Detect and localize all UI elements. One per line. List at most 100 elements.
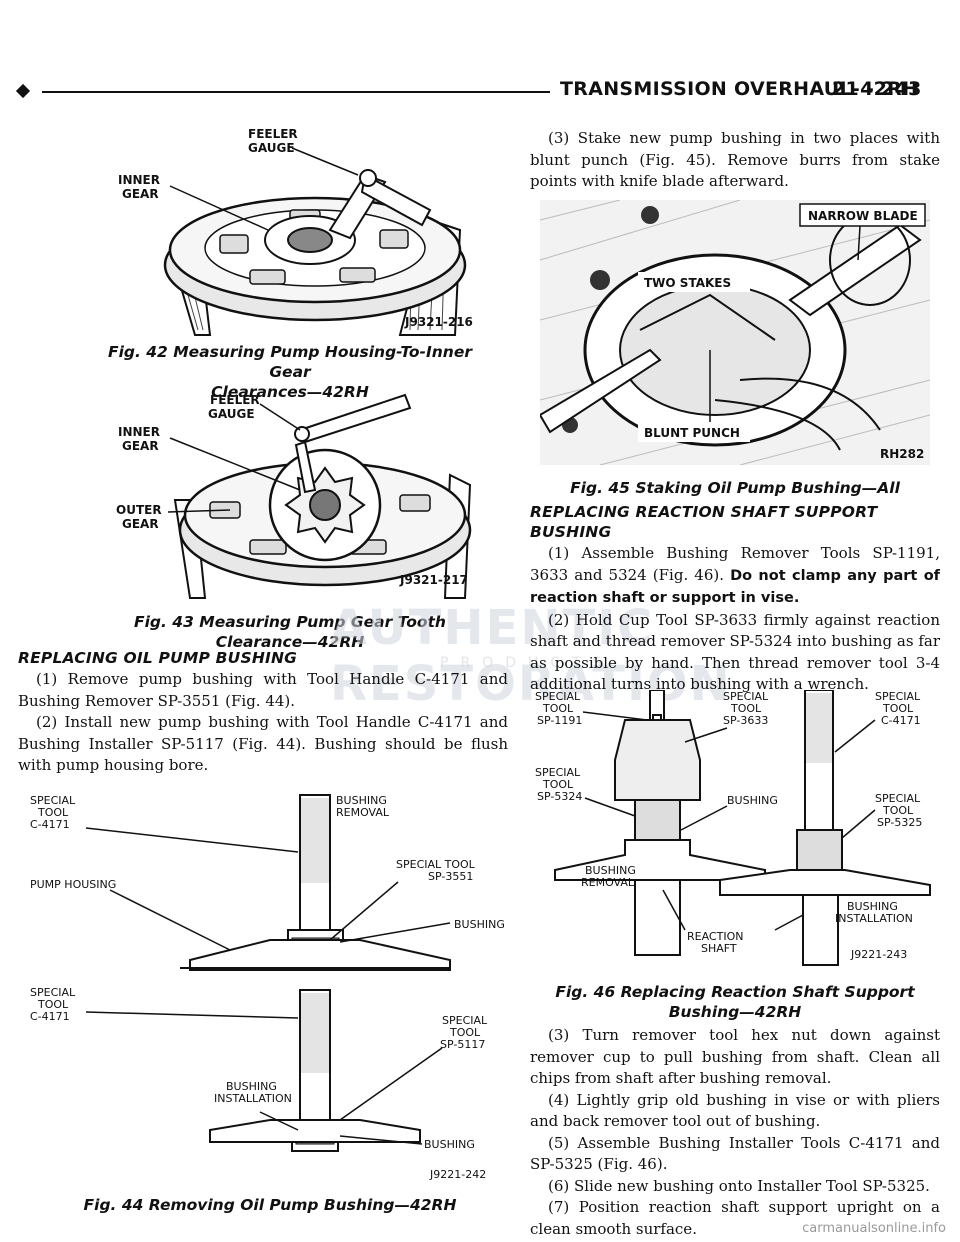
fig43-caption-line1: Fig. 43 Measuring Pump Gear Tooth	[134, 613, 446, 631]
fig46-label-special-d: SPECIAL	[535, 766, 581, 779]
fig42-code: J9321-216	[404, 315, 473, 329]
oil-pump-step-1: (1) Remove pump bushing with Tool Handle…	[18, 670, 508, 710]
fig46-label-bushing: BUSHING	[727, 794, 778, 807]
reaction-steps-continued: (3) Turn remover tool hex nut down again…	[530, 1025, 940, 1240]
fig46-label-tool-b: TOOL	[730, 702, 762, 715]
header-diamond-icon	[15, 83, 31, 99]
fig44-label-installation: INSTALLATION	[214, 1092, 292, 1105]
fig44-label-tool3: TOOL	[449, 1026, 481, 1039]
fig42-label-gauge: GAUGE	[248, 141, 295, 155]
fig43-label-outer: OUTER	[116, 503, 162, 517]
reaction-step-5: (5) Assemble Bushing Installer Tools C-4…	[530, 1133, 940, 1174]
figure-42-illustration: FEELER GAUGE INNER GEAR J9321-216	[100, 120, 480, 340]
reaction-paragraphs: (1) Assemble Bushing Remover Tools SP-11…	[530, 543, 940, 696]
fig43-caption-line2: Clearance—42RH	[215, 633, 365, 651]
section-heading-reaction-shaft: REPLACING REACTION SHAFT SUPPORT BUSHING	[530, 502, 877, 542]
fig46-label-sp1191: SP-1191	[537, 714, 582, 727]
fig46-caption-line1: Fig. 46 Replacing Reaction Shaft Support	[555, 983, 915, 1001]
fig43-label-gauge: GAUGE	[208, 407, 255, 421]
fig42-caption-line1: Fig. 42 Measuring Pump Housing-To-Inner …	[107, 343, 472, 381]
fig44-label-special-tool: SPECIAL TOOL	[396, 858, 476, 871]
fig46-label-bushing2: BUSHING	[585, 864, 636, 877]
fig46-label-installation: INSTALLATION	[835, 912, 913, 925]
section-heading-reaction-line1: REPLACING REACTION SHAFT SUPPORT	[530, 503, 878, 521]
fig46-label-tool-d: TOOL	[542, 778, 574, 791]
footer-site-link[interactable]: carmanualsonline.info	[802, 1221, 946, 1236]
fig43-label-feeler: FEELER	[210, 393, 260, 407]
figure-45-illustration: NARROW BLADE TWO STAKES BLUNT PUNCH RH28…	[540, 200, 930, 465]
fig42-label-gear: GEAR	[122, 187, 159, 201]
fig44-label-special2: SPECIAL	[30, 986, 76, 999]
fig46-label-special-e: SPECIAL	[875, 792, 921, 805]
fig44-label-pump-housing: PUMP HOUSING	[30, 878, 116, 891]
fig46-label-special-c: SPECIAL	[875, 690, 921, 703]
fig44-label-c4171b: C-4171	[30, 1010, 70, 1023]
reaction-step-1: (1) Assemble Bushing Remover Tools SP-11…	[530, 543, 940, 610]
fig46-label-tool-a: TOOL	[542, 702, 574, 715]
figure-46-illustration: SPECIAL TOOL SP-1191 SPECIAL TOOL SP-363…	[535, 690, 935, 970]
fig46-label-tool-c: TOOL	[882, 702, 914, 715]
fig46-caption-line2: Bushing—42RH	[668, 1003, 802, 1021]
watermark-logo-sub: PRODUCTS	[440, 655, 614, 671]
reaction-step-1-warning: Do not clamp any part of reaction shaft …	[530, 567, 940, 607]
fig43-code: J9321-217	[399, 573, 468, 587]
fig45-label-narrow-blade: NARROW BLADE	[808, 209, 918, 223]
fig44-label-bushing: BUSHING	[336, 794, 387, 807]
fig46-label-c4171: C-4171	[881, 714, 921, 727]
fig45-label-two-stakes: TWO STAKES	[644, 276, 731, 290]
fig46-label-sp3633: SP-3633	[723, 714, 768, 727]
fig46-label-removal: REMOVAL	[581, 876, 635, 889]
fig46-label-special-b: SPECIAL	[723, 690, 769, 703]
section-heading-oil-pump: REPLACING OIL PUMP BUSHING	[18, 649, 298, 667]
fig42-label-feeler: FEELER	[248, 127, 298, 141]
fig42-caption: Fig. 42 Measuring Pump Housing-To-Inner …	[100, 342, 480, 402]
header-page-number: 21 - 243	[832, 78, 922, 100]
fig44-label-bushing2: BUSHING	[226, 1080, 277, 1093]
fig46-label-tool-e: TOOL	[882, 804, 914, 817]
fig45-caption: Fig. 45 Staking Oil Pump Bushing—All	[570, 479, 900, 497]
fig46-caption: Fig. 46 Replacing Reaction Shaft Support…	[540, 982, 930, 1022]
fig44-label-c4171: C-4171	[30, 818, 70, 831]
fig44-label-sp3551: SP-3551	[428, 870, 473, 883]
fig43-label-gear2: GEAR	[122, 517, 159, 531]
fig46-label-bushing3: BUSHING	[847, 900, 898, 913]
oil-pump-step-2: (2) Install new pump bushing with Tool H…	[18, 713, 508, 774]
reaction-step-3: (3) Turn remover tool hex nut down again…	[530, 1026, 940, 1087]
fig46-label-reaction: REACTION	[687, 930, 743, 943]
right-intro-paragraph: (3) Stake new pump bushing in two places…	[530, 128, 940, 193]
reaction-step-2: (2) Hold Cup Tool SP-3633 firmly against…	[530, 610, 940, 694]
fig43-caption: Fig. 43 Measuring Pump Gear Tooth Cleara…	[100, 612, 480, 652]
fig44-label-sp5117: SP-5117	[440, 1038, 485, 1051]
fig44-label-tool: TOOL	[37, 806, 69, 819]
fig44-label-bushing-right: BUSHING	[454, 918, 505, 931]
fig46-label-sp5324: SP-5324	[537, 790, 582, 803]
header-rule	[42, 91, 550, 93]
fig46-code: J9221-243	[850, 948, 907, 961]
oil-pump-paragraphs: (1) Remove pump bushing with Tool Handle…	[18, 669, 508, 777]
fig46-label-sp5325: SP-5325	[877, 816, 922, 829]
figure-43-illustration: FEELER GAUGE INNER GEAR OUTER GEAR J9321…	[100, 390, 480, 602]
fig46-label-special-a: SPECIAL	[535, 690, 581, 703]
reaction-step-7: (7) Position reaction shaft support upri…	[530, 1198, 940, 1238]
fig44-label-bushing-bottom: BUSHING	[424, 1138, 475, 1151]
figure-44-illustration: SPECIAL TOOL C-4171 BUSHING REMOVAL PUMP…	[30, 790, 510, 1190]
fig44-code: J9221-242	[429, 1168, 486, 1181]
fig45-label-blunt-punch: BLUNT PUNCH	[644, 426, 740, 440]
fig42-caption-line2: Clearances—42RH	[211, 383, 369, 401]
fig42-label-inner: INNER	[118, 173, 160, 187]
reaction-step-1-text: (1) Assemble Bushing Remover Tools SP-11…	[530, 544, 940, 584]
fig43-label-inner: INNER	[118, 425, 160, 439]
fig46-label-shaft: SHAFT	[701, 942, 737, 955]
reaction-step-4: (4) Lightly grip old bushing in vise or …	[530, 1090, 940, 1131]
fig45-code: RH282	[880, 447, 924, 461]
fig44-label-special3: SPECIAL	[442, 1014, 488, 1027]
fig43-label-gear: GEAR	[122, 439, 159, 453]
header-title: TRANSMISSION OVERHAUL-42RH	[560, 78, 919, 100]
section-heading-reaction-line2: BUSHING	[530, 523, 612, 541]
fig44-label-tool2: TOOL	[37, 998, 69, 1011]
reaction-step-6: (6) Slide new bushing onto Installer Too…	[548, 1176, 930, 1195]
fig44-label-removal: REMOVAL	[336, 806, 390, 819]
right-intro-text: (3) Stake new pump bushing in two places…	[530, 129, 940, 190]
fig44-caption: Fig. 44 Removing Oil Pump Bushing—42RH	[83, 1196, 457, 1214]
fig44-label-special: SPECIAL	[30, 794, 76, 807]
